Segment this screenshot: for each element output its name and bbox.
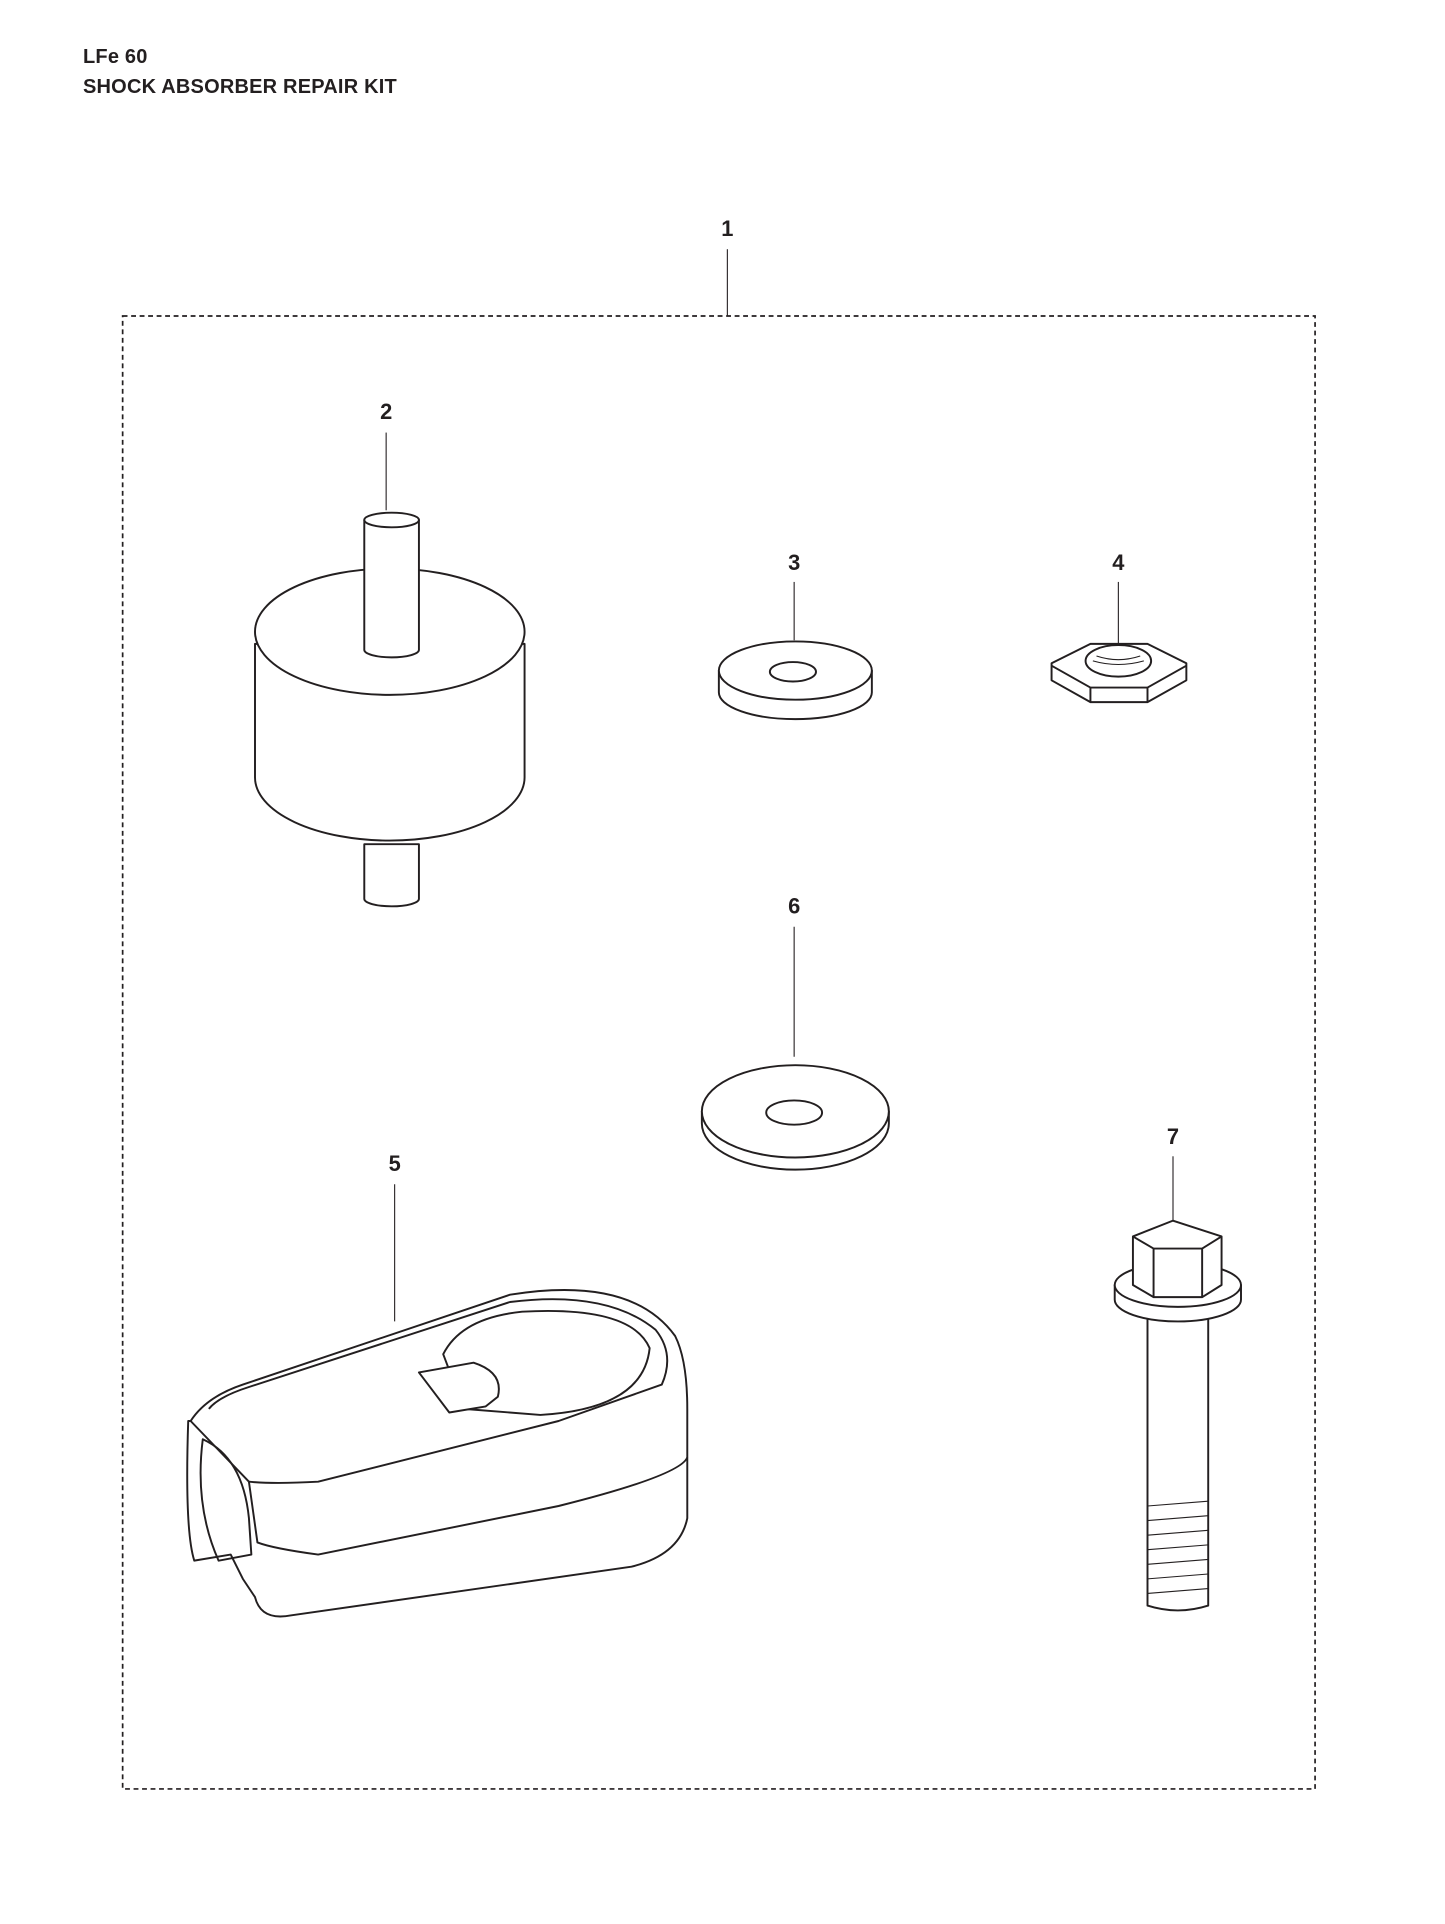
callout-3[interactable]: 3 — [788, 550, 800, 575]
callout-5[interactable]: 5 — [389, 1151, 401, 1176]
callout-2[interactable]: 2 — [380, 399, 392, 424]
spacer-part[interactable]: 3 — [717, 550, 873, 721]
callout-4[interactable]: 4 — [1112, 550, 1125, 575]
holder-part[interactable]: 5 — [186, 1151, 689, 1618]
callout-6[interactable]: 6 — [788, 893, 800, 918]
shock-absorber-part[interactable]: 2 — [254, 399, 526, 908]
bolt-part[interactable]: 7 — [1113, 1124, 1242, 1612]
page-title: SHOCK ABSORBER REPAIR KIT — [83, 76, 397, 98]
model-name: LFe 60 — [83, 46, 148, 68]
kit-boundary — [121, 315, 1316, 1790]
nut-part[interactable]: 4 — [1050, 550, 1188, 704]
washer-part[interactable]: 6 — [700, 893, 890, 1171]
callout-1[interactable]: 1 — [721, 216, 733, 241]
callout-7[interactable]: 7 — [1167, 1124, 1179, 1149]
